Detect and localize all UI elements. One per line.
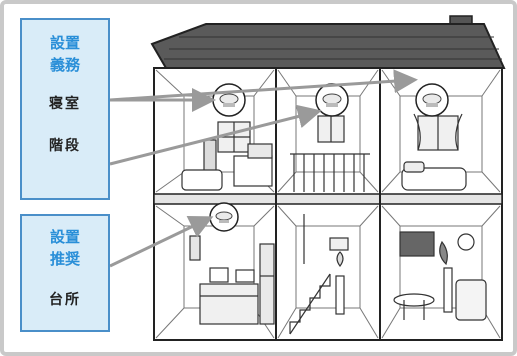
smoke-detector-kitchen [210, 203, 238, 231]
required-heading-line2: 義務 [50, 54, 80, 76]
smoke-detector-bedroom-right [416, 84, 448, 116]
smoke-detector-stairs [316, 84, 348, 116]
room-label-bedroom: 寝室 [49, 94, 81, 114]
recommended-heading-line1: 設置 [50, 226, 80, 248]
required-install-box: 設置 義務 寝室 階段 [20, 18, 110, 200]
smoke-detector-bedroom-left [213, 84, 245, 116]
required-heading-line1: 設置 [50, 32, 80, 54]
room-label-stairs: 階段 [49, 136, 81, 156]
recommended-install-box: 設置 推奨 台所 [20, 214, 110, 332]
roof [152, 24, 504, 68]
floor-divider [154, 194, 502, 204]
recommended-heading-line2: 推奨 [50, 248, 80, 270]
room-label-kitchen: 台所 [49, 290, 81, 310]
